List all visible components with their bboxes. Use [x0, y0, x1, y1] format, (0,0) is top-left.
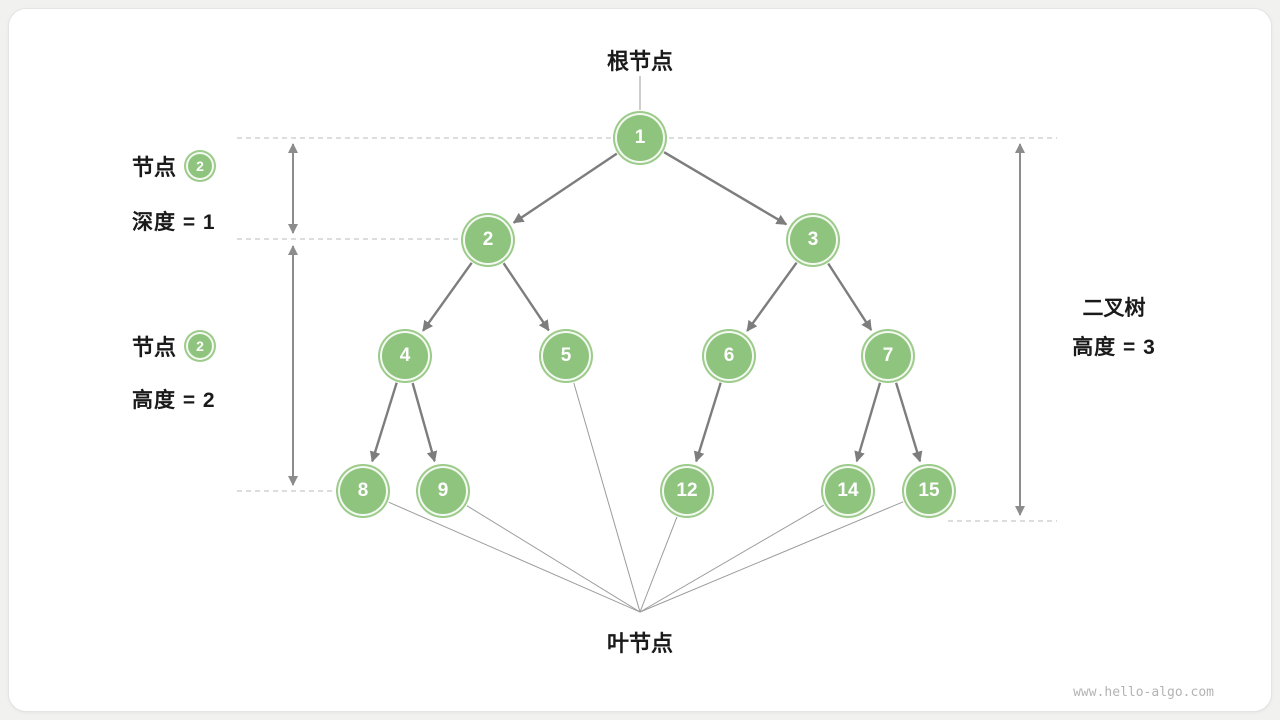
tree-node-8: 8 — [338, 466, 388, 516]
node-depth-prefix: 节点 — [132, 155, 177, 180]
tree-height-annotation: 二叉树 高度 = 3 — [1048, 298, 1180, 358]
tree-node-value: 7 — [882, 345, 894, 366]
tree-node-value: 5 — [560, 345, 572, 366]
tree-node-value: 6 — [723, 345, 735, 366]
node-height-prefix: 节点 — [132, 335, 177, 360]
node-2-badge: 2 — [186, 152, 215, 180]
leaf-connector — [573, 382, 641, 613]
tree-edge — [693, 382, 722, 463]
tree-node-9: 9 — [418, 466, 468, 516]
tree-height-line1: 二叉树 — [1082, 297, 1146, 320]
tree-edge — [512, 152, 618, 224]
node-height-row: 节点 2 — [132, 330, 215, 362]
tree-node-value: 1 — [634, 127, 646, 148]
measure-arrows — [288, 143, 1025, 516]
tree-edge — [411, 382, 438, 463]
tree-height-line2: 高度 = 3 — [1072, 336, 1156, 359]
leaf-connector — [639, 501, 904, 613]
leaf-node-label: 叶节点 — [606, 631, 674, 656]
tree-edge — [369, 382, 398, 463]
tree-node-1: 1 — [615, 113, 665, 163]
leaf-connector — [639, 516, 678, 613]
tree-edge — [746, 261, 798, 332]
tree-node-value: 15 — [918, 480, 940, 501]
tree-node-value: 4 — [399, 345, 411, 366]
tree-node-value: 3 — [807, 229, 819, 250]
tree-node-3: 3 — [788, 215, 838, 265]
root-node-label: 根节点 — [606, 49, 674, 74]
tree-edge — [854, 382, 882, 463]
leaf-connector — [466, 505, 641, 613]
leaf-connectors — [388, 382, 904, 613]
tree-edge — [422, 262, 473, 332]
tree-node-value: 2 — [482, 229, 494, 250]
leaf-connector — [639, 504, 825, 613]
tree-node-14: 14 — [823, 466, 873, 516]
node-depth-value: 深度 = 1 — [132, 211, 216, 234]
tree-node-2: 2 — [463, 215, 513, 265]
tree-node-12: 12 — [662, 466, 712, 516]
level-dashed-lines — [237, 137, 1057, 522]
tree-node-value: 14 — [837, 480, 859, 501]
tree-node-6: 6 — [704, 331, 754, 381]
leaf-connector — [388, 501, 641, 613]
tree-node-value: 12 — [676, 480, 698, 501]
tree-edge — [663, 151, 788, 226]
node-height-value: 高度 = 2 — [132, 389, 216, 412]
tree-edges — [369, 151, 923, 463]
tree-edge — [894, 382, 923, 463]
tree-node-7: 7 — [863, 331, 913, 381]
node-depth-row: 节点 2 — [132, 150, 215, 182]
node-2-badge: 2 — [186, 332, 215, 360]
tree-node-5: 5 — [541, 331, 591, 381]
tree-edge — [827, 262, 873, 331]
tree-node-value: 8 — [357, 480, 369, 501]
tree-edge — [502, 262, 550, 332]
tree-node-value: 9 — [437, 480, 449, 501]
tree-node-4: 4 — [380, 331, 430, 381]
watermark-text: www.hello-algo.com — [1073, 685, 1214, 700]
tree-node-15: 15 — [904, 466, 954, 516]
